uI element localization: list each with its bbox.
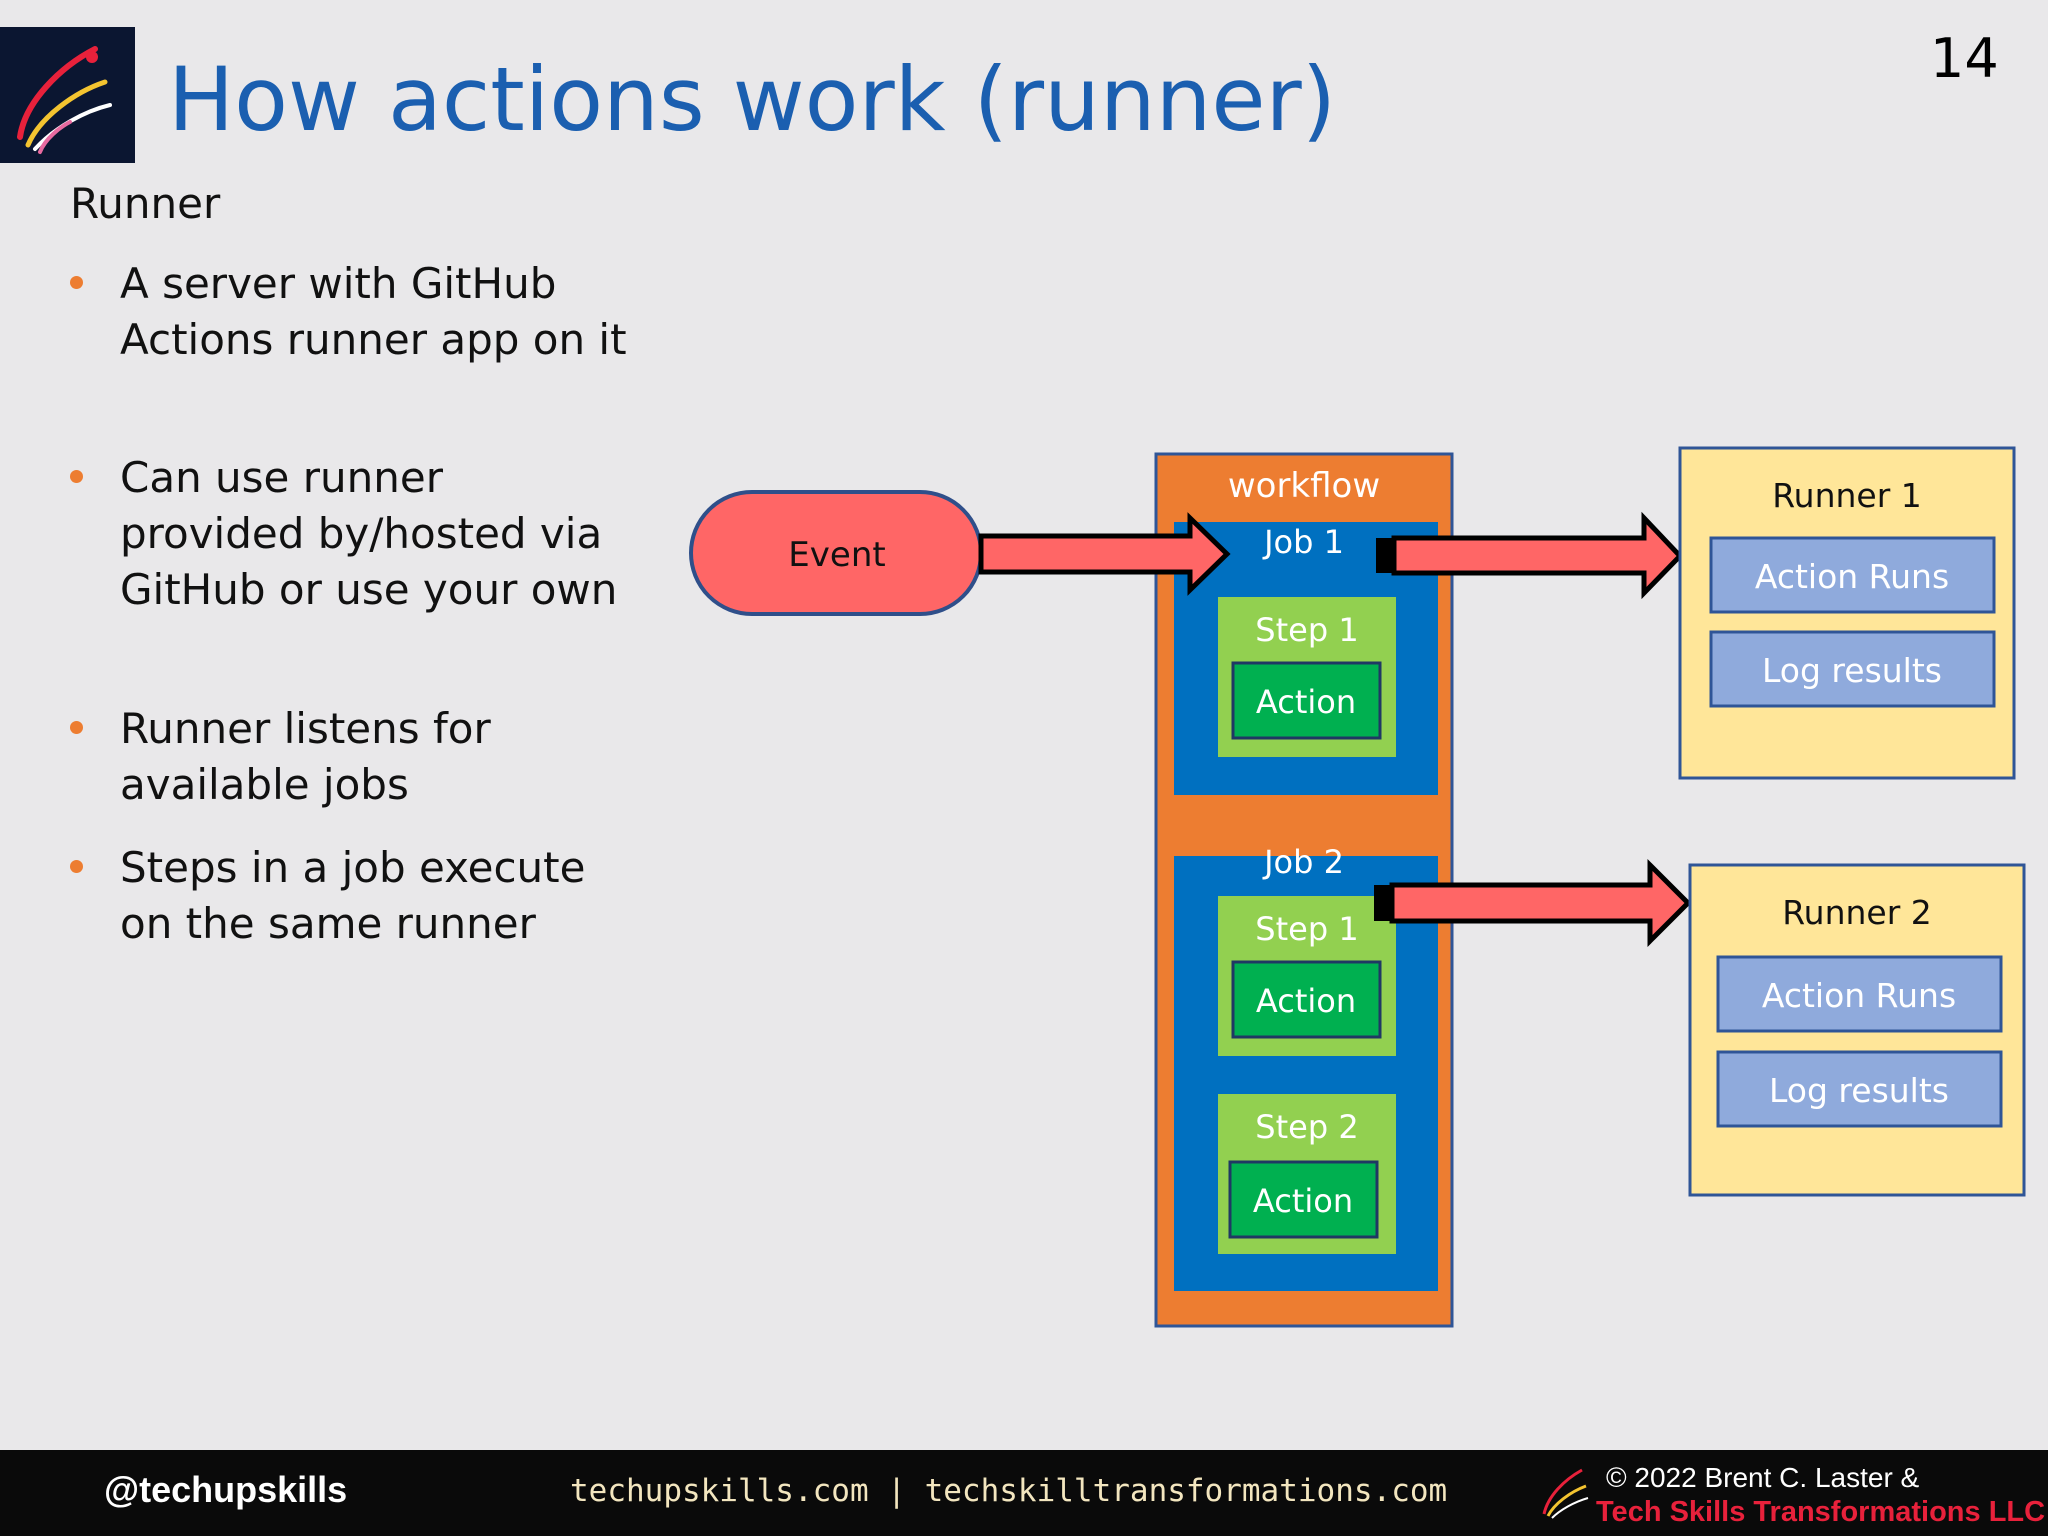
job-1-action-label: Action (1256, 683, 1356, 721)
job-2-step-2-label: Step 2 (1255, 1108, 1358, 1146)
arrow-tail-icon (1374, 885, 1392, 921)
runner-2-label: Runner 2 (1782, 893, 1932, 932)
footer-handle: @techupskills (104, 1469, 348, 1510)
brand-logo (0, 27, 135, 163)
bullet-dot-icon (70, 276, 83, 289)
runner-2-log-results-label: Log results (1769, 1071, 1949, 1110)
runner-1-action-runs-box (1709, 536, 1996, 614)
bullet-text: Can use runner provided by/hosted via Gi… (120, 453, 618, 614)
event-to-job-1-arrow (978, 512, 1231, 596)
footer-company: Tech Skills Transformations LLC (1596, 1496, 2046, 1528)
job-2-action-1-label: Action (1256, 982, 1356, 1020)
job-1-step-1-label: Step 1 (1255, 611, 1358, 649)
bullet-text: Runner listens for available jobs (120, 704, 491, 809)
bullet-dot-icon (70, 470, 83, 483)
arrow-tail-icon (1376, 538, 1394, 573)
slide-title: How actions work (runner) (168, 48, 1337, 151)
footer-sites: techupskills.com | techskilltransformati… (570, 1473, 1448, 1509)
job-1-action-box (1231, 661, 1382, 740)
runner-1-action-runs-label: Action Runs (1755, 557, 1949, 596)
bullet-dot-icon (70, 860, 83, 873)
job-1-label: Job 1 (1262, 523, 1344, 561)
event-label: Event (788, 535, 885, 575)
runner-2-action-runs-label: Action Runs (1762, 976, 1956, 1015)
job-2-to-runner-2-arrow (1389, 858, 1692, 948)
runner-2-action-runs-box (1716, 955, 2003, 1033)
job-1-to-runner-1-arrow (1391, 511, 1684, 600)
runner-1-label: Runner 1 (1772, 476, 1922, 515)
workflow-diagram: Event workflow Job 1 Step 1 Action Job 2… (689, 446, 2026, 1328)
swoosh-logo-icon (17, 46, 112, 154)
job-2-action-1-box (1231, 960, 1382, 1039)
page-number: 14 (1930, 27, 1999, 90)
bullet-dot-icon (70, 721, 83, 734)
footer-swoosh-icon (1542, 1468, 1589, 1519)
job-2-step-1-label: Step 1 (1255, 910, 1358, 948)
job-2-action-2-label: Action (1253, 1182, 1353, 1220)
workflow-label: workflow (1228, 466, 1380, 506)
job-2-action-2-box (1228, 1160, 1379, 1239)
bullet-text: Steps in a job execute on the same runne… (120, 843, 586, 948)
runner-1-log-results-label: Log results (1762, 651, 1942, 690)
runner-2-log-results-box (1716, 1050, 2003, 1128)
runner-1-log-results-box (1709, 630, 1996, 708)
section-heading: Runner (70, 179, 221, 228)
bullet-text: A server with GitHub Actions runner app … (120, 259, 627, 364)
job-2-label: Job 2 (1262, 843, 1344, 881)
footer-copyright: © 2022 Brent C. Laster & (1606, 1462, 1920, 1493)
footer-bar (0, 1450, 2048, 1536)
